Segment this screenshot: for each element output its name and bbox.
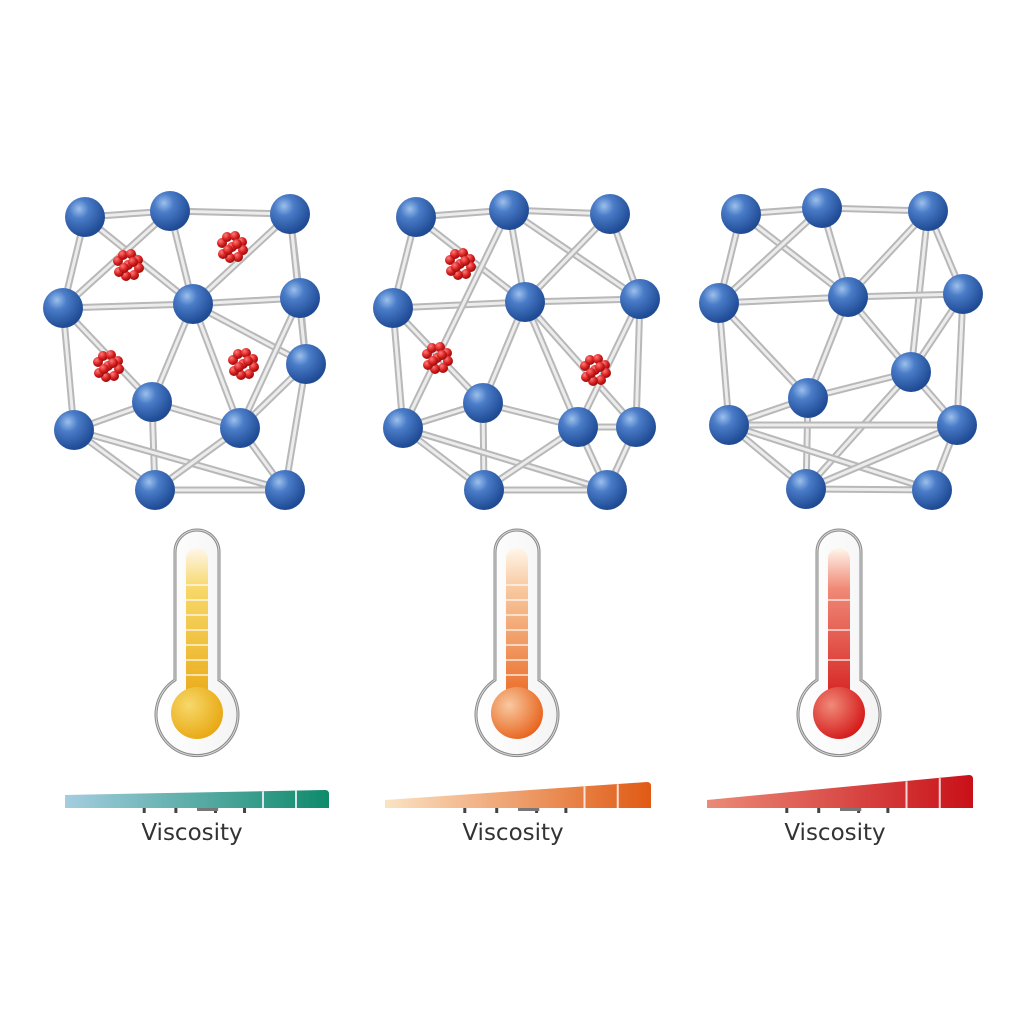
node-atom — [891, 352, 931, 392]
node-atom — [43, 288, 83, 328]
node-atom — [912, 470, 952, 510]
viscosity-bar — [385, 782, 651, 813]
node-atom — [828, 277, 868, 317]
node-atom — [463, 383, 503, 423]
molecular-network — [373, 190, 660, 510]
node-atom — [383, 408, 423, 448]
thermometer-icon — [154, 528, 240, 758]
tick-mark — [174, 808, 178, 813]
red-particle-cluster — [93, 350, 124, 382]
node-atom — [937, 405, 977, 445]
molecular-network — [43, 191, 326, 510]
node-atom — [587, 470, 627, 510]
tick-mark — [243, 808, 247, 813]
node-atom — [373, 288, 413, 328]
viscosity-label: Viscosity — [784, 820, 886, 846]
node-atom — [802, 188, 842, 228]
viscosity-bar — [707, 775, 973, 813]
tick-mark — [817, 808, 821, 813]
node-atom — [616, 407, 656, 447]
viscosity-bar — [65, 790, 329, 813]
thermometer-icon — [474, 528, 560, 758]
node-atom — [590, 194, 630, 234]
node-atom — [286, 344, 326, 384]
red-particle-cluster — [228, 348, 259, 380]
node-atom — [908, 191, 948, 231]
node-atom — [489, 190, 529, 230]
tick-mark — [564, 808, 568, 813]
node-atom — [65, 197, 105, 237]
node-atom — [396, 197, 436, 237]
node-atom — [265, 470, 305, 510]
node-atom — [558, 407, 598, 447]
node-atom — [220, 408, 260, 448]
node-atom — [54, 410, 94, 450]
red-particle-cluster — [113, 249, 144, 281]
node-atom — [505, 282, 545, 322]
node-atom — [280, 278, 320, 318]
red-particle-cluster — [217, 231, 248, 263]
thermometer-icon — [796, 528, 882, 758]
node-atom — [786, 469, 826, 509]
panel-medium-temperature — [373, 190, 660, 813]
node-atom — [150, 191, 190, 231]
tick-mark — [886, 808, 890, 813]
node-atom — [464, 470, 504, 510]
node-atom — [699, 283, 739, 323]
tick-mark — [142, 808, 146, 813]
node-atom — [135, 470, 175, 510]
node-atom — [132, 382, 172, 422]
panel-low-temperature — [43, 191, 329, 813]
red-particle-cluster — [580, 354, 611, 386]
molecular-network — [699, 188, 983, 510]
red-particle-cluster — [422, 342, 453, 374]
viscosity-label: Viscosity — [141, 820, 243, 846]
node-atom — [709, 405, 749, 445]
node-atom — [620, 279, 660, 319]
node-atom — [173, 284, 213, 324]
tick-mark — [463, 808, 467, 813]
tick-mark — [785, 808, 789, 813]
panel-high-temperature — [699, 188, 983, 813]
node-atom — [943, 274, 983, 314]
node-atom — [270, 194, 310, 234]
red-particle-cluster — [445, 248, 476, 280]
node-atom — [788, 378, 828, 418]
tick-mark — [495, 808, 499, 813]
viscosity-label: Viscosity — [462, 820, 564, 846]
node-atom — [721, 194, 761, 234]
